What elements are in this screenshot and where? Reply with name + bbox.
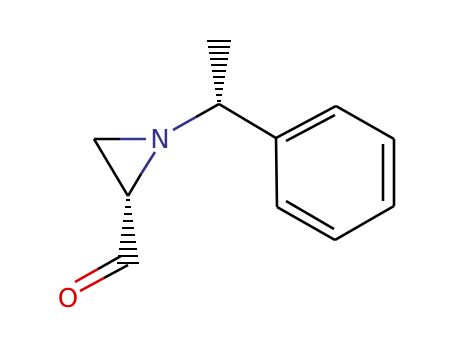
bond-carbonyl-2-red [74,267,99,284]
bond-ring-n-ch-lower [126,173,143,197]
bond-carbonyl-1-red [79,276,105,293]
bond-n-chiral-carbon-black [195,102,220,119]
nitrogen-atom-label: N [150,125,169,155]
bond-chiral-carbon-phenyl [218,102,277,140]
bond-carbonyl-2 [97,254,122,271]
bond-ring-ch2-ch [92,138,130,197]
bond-carbonyl-1 [103,263,129,280]
bond-n-chiral-carbon [172,115,197,132]
hashed-wedge-aldehyde [117,199,139,264]
phenyl-ring [274,104,396,242]
hashed-wedge-methyl [207,40,231,102]
oxygen-atom-label: O [58,284,78,314]
bond-ring-n-ch [139,151,157,175]
